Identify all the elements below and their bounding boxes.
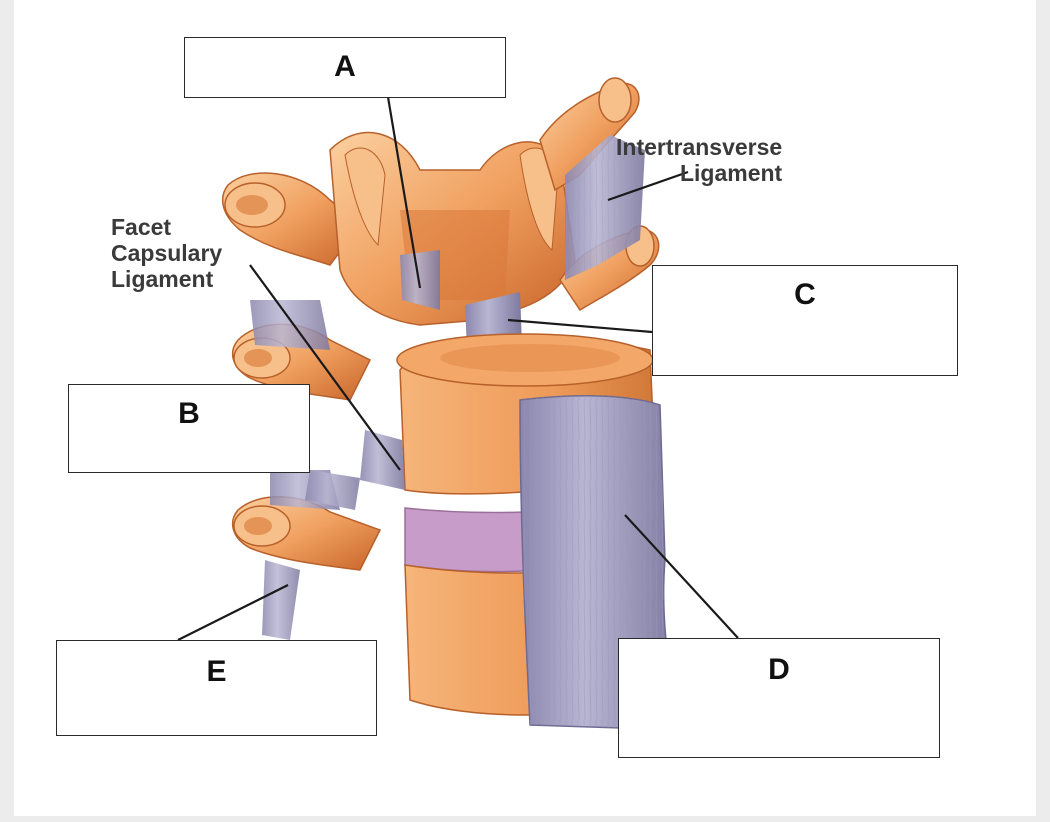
label-box-a[interactable]: A (184, 37, 506, 98)
label-box-letter: B (178, 397, 200, 430)
label-box-d[interactable]: D (618, 638, 940, 758)
label-box-letter: A (334, 50, 356, 83)
leader-lines (177, 96, 739, 641)
intertransverse-ligament-caption: Intertransverse Ligament (616, 134, 782, 186)
label-box-letter: C (794, 278, 816, 311)
ligament-left-lower (262, 560, 300, 640)
facet-capsulary-ligament-caption: Facet Capsulary Ligament (111, 214, 222, 292)
vertebral-arch (329, 131, 576, 326)
transverse-process-left-lower (231, 496, 382, 571)
intertransverse-caption-line: Intertransverse (616, 134, 783, 160)
transverse-process-right-upper (539, 77, 640, 192)
facet-capsular-ligament (360, 430, 405, 490)
transverse-process-left-upper (221, 172, 362, 266)
ligament-left-upper (250, 300, 330, 350)
facet-caption-line: Facet (111, 214, 172, 240)
label-box-letter: D (768, 653, 790, 686)
facet-caption-line: Ligament (111, 266, 214, 292)
label-box-b[interactable]: B (68, 384, 310, 473)
facet-caption-line: Capsulary (111, 240, 223, 266)
label-box-letter: E (206, 655, 227, 688)
label-box-c[interactable]: C (652, 265, 958, 376)
label-box-e[interactable]: E (56, 640, 377, 736)
intertransverse-caption-line: Ligament (679, 160, 783, 186)
